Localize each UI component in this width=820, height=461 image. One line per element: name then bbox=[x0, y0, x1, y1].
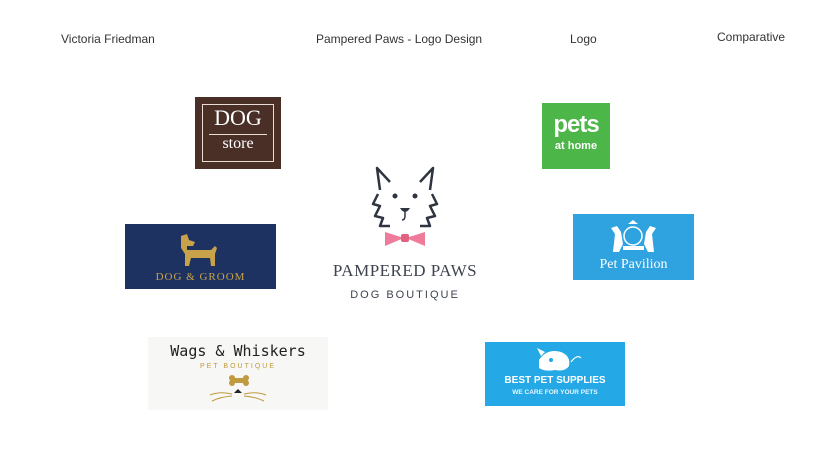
dog-store-word: DOG bbox=[214, 105, 262, 130]
pet-boutique-word: PET BOUTIQUE bbox=[200, 363, 276, 370]
section-label: Logo bbox=[570, 32, 597, 46]
tagline: WE CARE FOR YOUR PETS bbox=[512, 389, 598, 396]
project-title: Pampered Paws - Logo Design bbox=[316, 32, 483, 46]
divider bbox=[209, 134, 267, 135]
logo-frame bbox=[202, 104, 274, 162]
dog-silhouette-icon bbox=[181, 234, 217, 266]
pets-at-home-logo: pets at home bbox=[542, 103, 610, 169]
pampered-paws-logo: PAMPERED PAWS DOG BOUTIQUE bbox=[320, 160, 490, 310]
dog-groom-logo: DOG & GROOM bbox=[125, 224, 276, 289]
dog-boutique-word: DOG BOUTIQUE bbox=[350, 289, 460, 301]
pampered-paws-word: PAMPERED PAWS bbox=[332, 261, 478, 280]
pet-pavilion-logo: Pet Pavilion bbox=[573, 214, 694, 280]
westie-dog-icon bbox=[371, 166, 439, 246]
cartoon-dog-icon bbox=[537, 348, 582, 371]
bone-whiskers-icon bbox=[209, 375, 267, 402]
at-home-word: at home bbox=[554, 140, 598, 152]
dog-store-logo: DOG store bbox=[195, 97, 281, 169]
board-type-label: Comparative bbox=[717, 30, 786, 44]
crest-icon bbox=[611, 220, 656, 252]
best-pet-supplies-word: BEST PET SUPPLIES bbox=[504, 375, 606, 386]
author-name: Victoria Friedman bbox=[61, 32, 155, 46]
dog-groom-word: DOG & GROOM bbox=[155, 271, 246, 283]
wags-whiskers-word: Wags & Whiskers bbox=[170, 342, 306, 360]
pets-word: pets bbox=[553, 111, 599, 138]
best-pet-supplies-logo: BEST PET SUPPLIES WE CARE FOR YOUR PETS bbox=[485, 342, 625, 406]
wags-whiskers-logo: Wags & Whiskers PET BOUTIQUE bbox=[148, 337, 328, 410]
pet-pavilion-word: Pet Pavilion bbox=[599, 257, 668, 272]
dog-store-subword: store bbox=[222, 135, 254, 152]
